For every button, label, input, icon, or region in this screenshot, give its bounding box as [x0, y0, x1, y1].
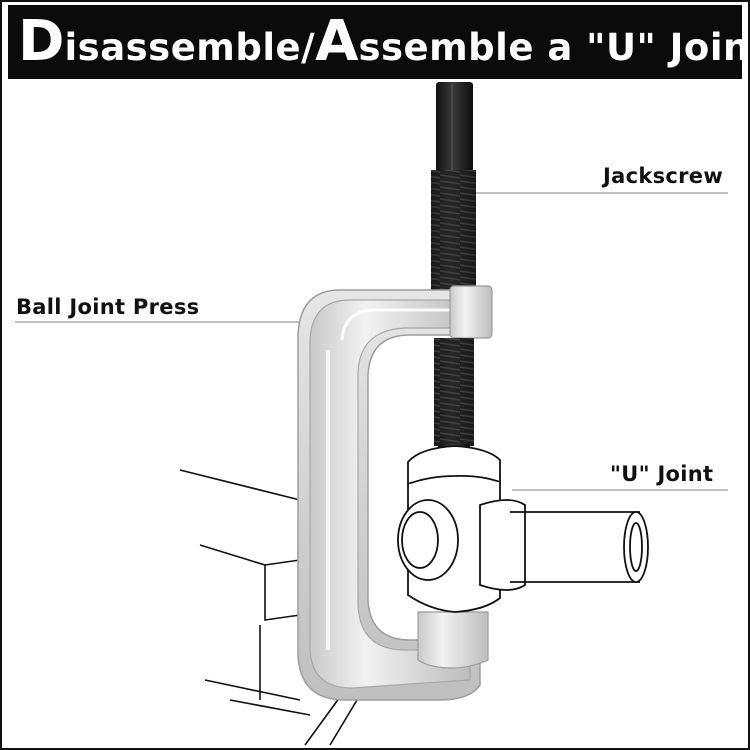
jackscrew	[431, 82, 476, 290]
u-joint-outline	[397, 445, 649, 613]
title-initial-d: D	[18, 9, 65, 74]
title-banner: Disassemble/Assemble a "U" Joint	[8, 5, 750, 79]
title-word-assemble: ssemble a "U" Joint	[358, 26, 750, 69]
callout-leader-lines	[15, 192, 728, 491]
title-word-disassemble: isassemble/	[64, 26, 316, 69]
title-initial-a: A	[315, 9, 359, 74]
c-frame-press	[297, 285, 493, 701]
callout-jackscrew: Jackscrew	[603, 164, 724, 188]
callout-ball-joint-press: Ball Joint Press	[16, 295, 200, 319]
title-text: Disassemble/Assemble a "U" Joint	[18, 9, 750, 75]
callout-u-joint: "U" Joint	[610, 462, 714, 486]
jackscrew-lower	[434, 338, 474, 464]
